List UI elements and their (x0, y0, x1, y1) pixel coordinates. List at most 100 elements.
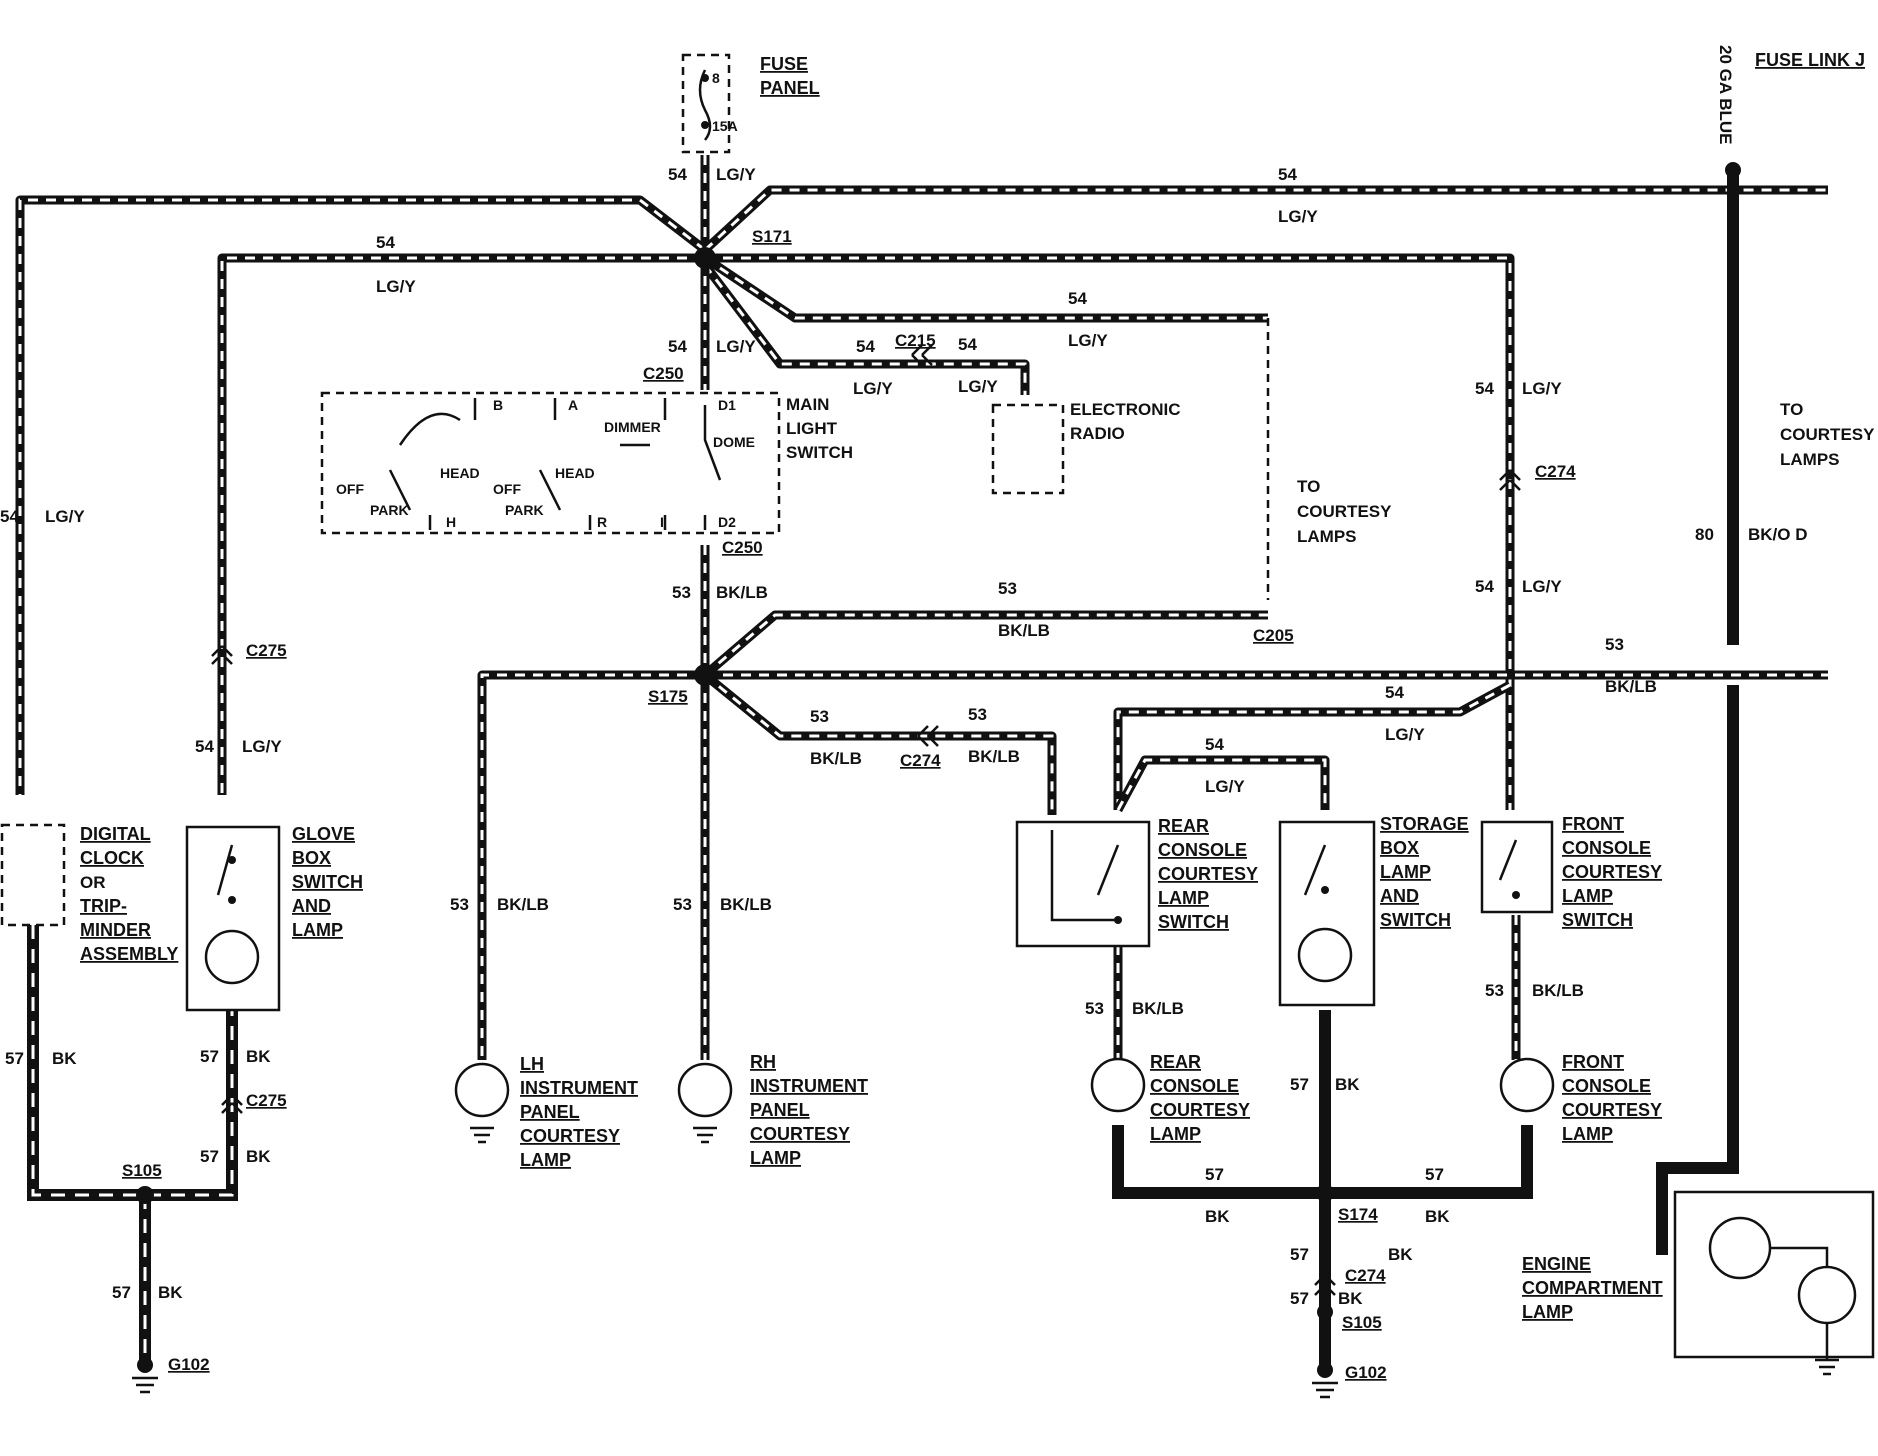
electronic-radio-box (991, 403, 1065, 495)
fuse-link-wire (1656, 162, 1741, 1255)
mls-term-dome: DOME (713, 434, 755, 450)
courtesy-right-2: COURTESY (1780, 425, 1875, 444)
label-s105-left: S105 (122, 1161, 162, 1180)
mls-term-head1: HEAD (440, 465, 480, 481)
wire-num: 54 (1385, 683, 1404, 702)
label-c274-mid: C274 (900, 751, 941, 770)
lh-lamp-2: INSTRUMENT (520, 1078, 638, 1098)
wire-num: 54 (856, 337, 875, 356)
wire-color: BK (246, 1047, 271, 1066)
label-s174: S174 (1338, 1205, 1378, 1224)
wire-num: 57 (200, 1047, 219, 1066)
storage-box-3: LAMP (1380, 862, 1431, 882)
label-c215: C215 (895, 331, 936, 350)
wire-num: 53 (450, 895, 469, 914)
wire-num: 53 (998, 579, 1017, 598)
wire-num: 53 (673, 895, 692, 914)
wire-color: BK (1425, 1207, 1450, 1226)
wire-color: BK (1205, 1207, 1230, 1226)
wire-num: 54 (668, 165, 687, 184)
engine-lamp-1: ENGINE (1522, 1254, 1591, 1274)
fuse-panel-label-2: PANEL (760, 78, 820, 98)
wire-num: 53 (810, 707, 829, 726)
wire-num: 53 (1605, 635, 1624, 654)
mls-term-b: B (493, 397, 503, 413)
wire-color: BK (1338, 1289, 1363, 1308)
main-light-switch-label-3: SWITCH (786, 443, 853, 462)
wire-num: 57 (1290, 1289, 1309, 1308)
wire-color: BK (1388, 1245, 1413, 1264)
rear-switch-5: SWITCH (1158, 912, 1229, 932)
fuse-panel-label-1: FUSE (760, 54, 808, 74)
wire-color: LG/Y (716, 165, 756, 184)
front-console-switch-box (1480, 820, 1554, 914)
splice-s175-dot (694, 664, 716, 686)
splice-s105-right-dot (1317, 1304, 1333, 1320)
digital-clock-6: ASSEMBLY (80, 944, 178, 964)
fuse-link-wire-label: 20 GA BLUE (1716, 45, 1735, 145)
wire-color: LG/Y (1522, 577, 1562, 596)
main-light-switch-box (320, 391, 781, 535)
label-g102-left: G102 (168, 1355, 210, 1374)
rear-switch-3: COURTESY (1158, 864, 1258, 884)
wire-color: LG/Y (1522, 379, 1562, 398)
rh-lamp-4: COURTESY (750, 1124, 850, 1144)
wires-circuit-53 (477, 545, 1828, 1060)
wire-color: LG/Y (716, 337, 756, 356)
electronic-radio-label-1: ELECTRONIC (1070, 400, 1181, 419)
front-lamp-1: FRONT (1562, 1052, 1624, 1072)
mls-term-park1: PARK (370, 502, 409, 518)
digital-clock-1: DIGITAL (80, 824, 151, 844)
wire-color: LG/Y (242, 737, 282, 756)
wire-num: 53 (968, 705, 987, 724)
lh-lamp-5: LAMP (520, 1150, 571, 1170)
wire-num: 54 (0, 507, 19, 526)
wire-num: 54 (668, 337, 687, 356)
wire-color: LG/Y (376, 277, 416, 296)
ground-symbols (132, 1126, 1839, 1399)
front-lamp-2: CONSOLE (1562, 1076, 1651, 1096)
glove-box-1: GLOVE (292, 824, 355, 844)
fuse-link-label: FUSE LINK J (1755, 50, 1865, 70)
wire-num: 53 (1085, 999, 1104, 1018)
splices (136, 247, 1334, 1378)
label-s171: S171 (752, 227, 792, 246)
wire-color: LG/Y (45, 507, 85, 526)
wire-color: BK/LB (720, 895, 772, 914)
digital-clock-2: CLOCK (80, 848, 144, 868)
wire-color: LG/Y (853, 379, 893, 398)
engine-compartment-box (1673, 1190, 1875, 1359)
label-s175: S175 (648, 687, 688, 706)
mls-term-r: R (597, 514, 607, 530)
mls-term-park2: PARK (505, 502, 544, 518)
rear-lamp-4: LAMP (1150, 1124, 1201, 1144)
digital-clock-3: OR (80, 873, 106, 892)
courtesy-right-3: LAMPS (1780, 450, 1840, 469)
wire-num: 54 (195, 737, 214, 756)
lh-lamp-bulb (454, 1062, 510, 1118)
wire-num: 57 (1425, 1165, 1444, 1184)
wire-num: 54 (376, 233, 395, 252)
mls-term-h: H (446, 514, 456, 530)
wire-color: LG/Y (1068, 331, 1108, 350)
wire-num: 57 (200, 1147, 219, 1166)
lh-lamp-1: LH (520, 1054, 544, 1074)
glove-box-box (185, 825, 281, 1012)
wire-num: 54 (1475, 577, 1494, 596)
wires-circuit-57 (27, 925, 1533, 1370)
label-c275-bottom: C275 (246, 1091, 287, 1110)
courtesy-mid-2: COURTESY (1297, 502, 1392, 521)
courtesy-right-1: TO (1780, 400, 1803, 419)
wire-num: 53 (1485, 981, 1504, 1000)
front-console-lamp-bulb (1499, 1057, 1555, 1113)
mls-term-i: I (660, 514, 664, 530)
rear-lamp-2: CONSOLE (1150, 1076, 1239, 1096)
main-light-switch-label-2: LIGHT (786, 419, 838, 438)
wire-num: 57 (112, 1283, 131, 1302)
storage-box-5: SWITCH (1380, 910, 1451, 930)
wire-color: BK/LB (1532, 981, 1584, 1000)
lh-lamp-3: PANEL (520, 1102, 580, 1122)
storage-box-4: AND (1380, 886, 1419, 906)
front-switch-2: CONSOLE (1562, 838, 1651, 858)
label-c275-top: C275 (246, 641, 287, 660)
